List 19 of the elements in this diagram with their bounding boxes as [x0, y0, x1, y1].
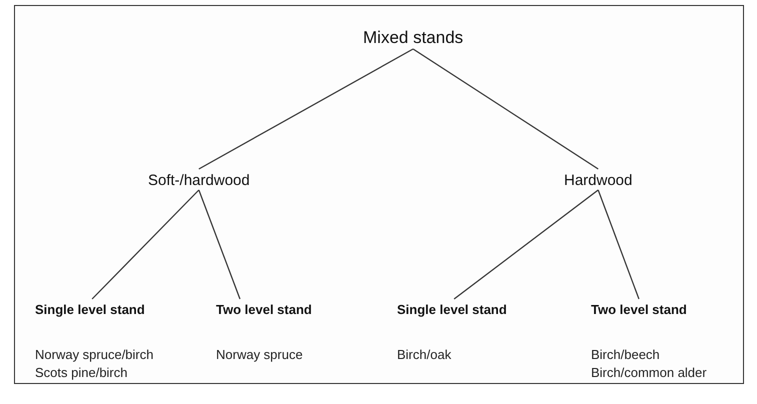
species-text: Birch/common alder — [591, 364, 707, 382]
species-text: Scots pine/birch — [35, 364, 128, 382]
species-text: Norway spruce/birch — [35, 346, 154, 364]
connector-line — [412, 48, 599, 170]
connector-line — [598, 190, 640, 300]
category-label: Mixed stands — [363, 28, 464, 48]
species-text: Birch/beech — [591, 346, 660, 364]
connector-line — [454, 190, 599, 300]
category-label: Two level stand — [591, 302, 687, 317]
category-label: Hardwood — [564, 172, 632, 189]
connector-line — [92, 190, 200, 300]
connector-line — [198, 190, 241, 300]
category-label: Single level stand — [397, 302, 507, 317]
species-text: Norway spruce — [216, 346, 303, 364]
category-label: Soft-/hardwood — [148, 172, 250, 189]
category-label: Single level stand — [35, 302, 145, 317]
category-label: Two level stand — [216, 302, 312, 317]
species-text: Birch/oak — [397, 346, 452, 364]
connector-line — [198, 48, 414, 170]
